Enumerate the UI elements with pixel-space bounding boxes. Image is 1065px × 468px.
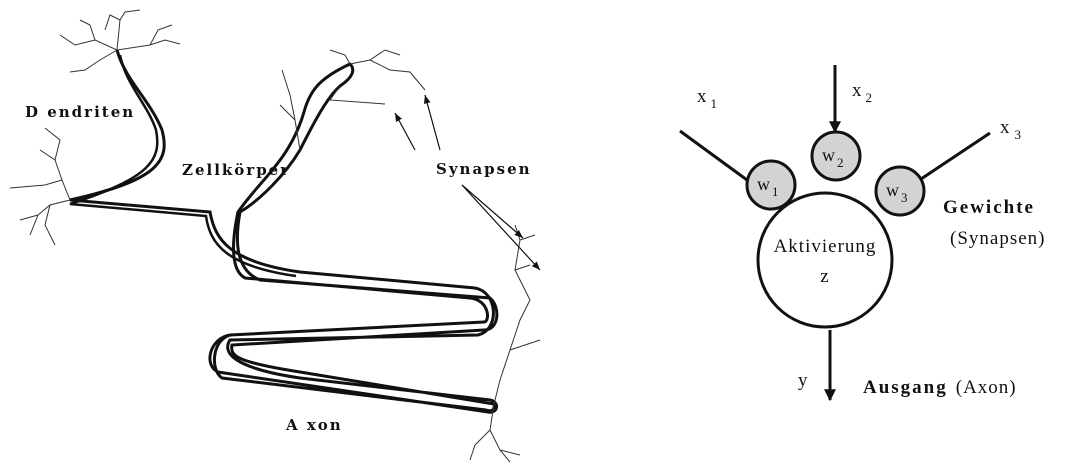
biological-neuron: D endriten Zellkörper Synapsen A xon — [10, 10, 540, 462]
synapse-arrows — [395, 95, 540, 270]
label-soma: Zellkörper — [182, 161, 290, 179]
label-dendrites: D endriten — [25, 103, 135, 121]
weights-title: Gewichte — [943, 197, 1035, 218]
weight-node-2 — [812, 132, 860, 180]
label-synapses: Synapsen — [436, 160, 532, 178]
weights-subtitle: (Synapsen) — [950, 228, 1045, 249]
weight-node-1 — [747, 161, 795, 209]
output-label: Ausgang (Axon) — [863, 377, 1017, 398]
output-title: Ausgang — [863, 377, 948, 398]
output-subtitle: (Axon) — [956, 377, 1017, 398]
weight-node-3 — [876, 167, 924, 215]
dendrite-branches — [10, 10, 540, 462]
label-axon: A xon — [285, 416, 343, 434]
activation-node — [758, 193, 892, 327]
output-var: y — [798, 370, 809, 391]
activation-label: Aktivierung — [774, 236, 877, 257]
activation-var: z — [820, 266, 829, 287]
input-arrow-3 — [912, 133, 990, 185]
